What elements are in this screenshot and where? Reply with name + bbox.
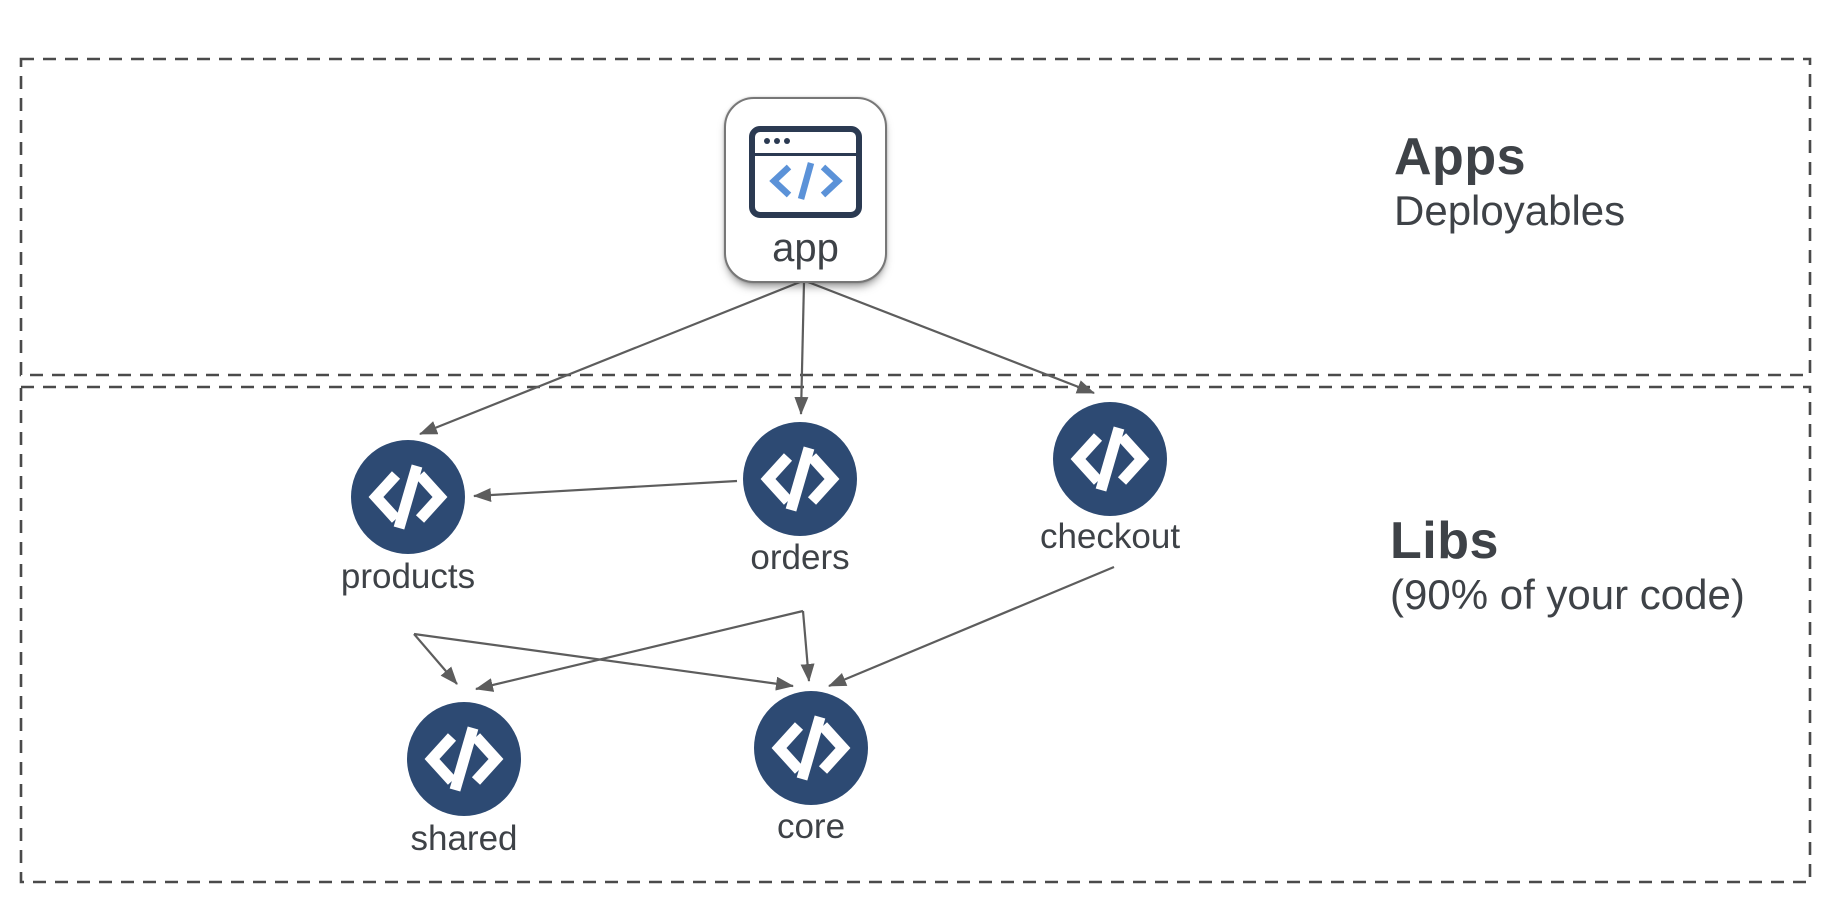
- node-label-shared: shared: [410, 819, 518, 858]
- node-orders: [743, 422, 857, 536]
- code-icon: [424, 726, 504, 792]
- edge-checkout-to-core: [828, 565, 1115, 688]
- apps-section-label: Apps Deployables: [1394, 128, 1625, 236]
- node-shared: [407, 702, 521, 816]
- node-label-orders: orders: [750, 538, 850, 577]
- node-checkout: [1053, 402, 1167, 516]
- libs-section-label: Libs (90% of your code): [1390, 512, 1745, 620]
- node-core: [754, 691, 868, 805]
- edge-orders-to-core: [800, 610, 815, 682]
- code-icon: [760, 446, 840, 512]
- code-icon: [768, 162, 843, 200]
- code-icon: [771, 715, 851, 781]
- apps-title: Apps: [1394, 128, 1526, 186]
- edge-app-to-orders: [794, 281, 809, 415]
- browser-window-icon: [749, 126, 862, 218]
- edge-products-to-shared: [413, 633, 458, 685]
- edge-products-to-core: [413, 632, 794, 691]
- edge-orders-to-shared: [475, 609, 804, 692]
- edge-app-to-products: [419, 280, 801, 436]
- node-label-checkout: checkout: [1039, 517, 1181, 556]
- edge-app-to-checkout: [807, 280, 1095, 395]
- edge-orders-to-products: [473, 479, 738, 503]
- code-icon: [368, 464, 448, 530]
- libs-subtitle: (90% of your code): [1390, 571, 1745, 619]
- browser-dots-icon: [764, 138, 790, 144]
- libs-section-box: [19, 385, 1812, 884]
- apps-section-box: [19, 57, 1812, 377]
- apps-subtitle: Deployables: [1394, 187, 1626, 235]
- node-label-core: core: [776, 807, 846, 846]
- node-label-products: products: [340, 557, 476, 596]
- node-products: [351, 440, 465, 554]
- dependency-edges: [413, 280, 1115, 692]
- node-app: app: [724, 97, 887, 283]
- browser-divider: [755, 153, 856, 156]
- code-icon: [1070, 426, 1150, 492]
- libs-title: Libs: [1390, 512, 1499, 570]
- node-label-app: app: [772, 226, 839, 270]
- section-boxes: [19, 57, 1812, 884]
